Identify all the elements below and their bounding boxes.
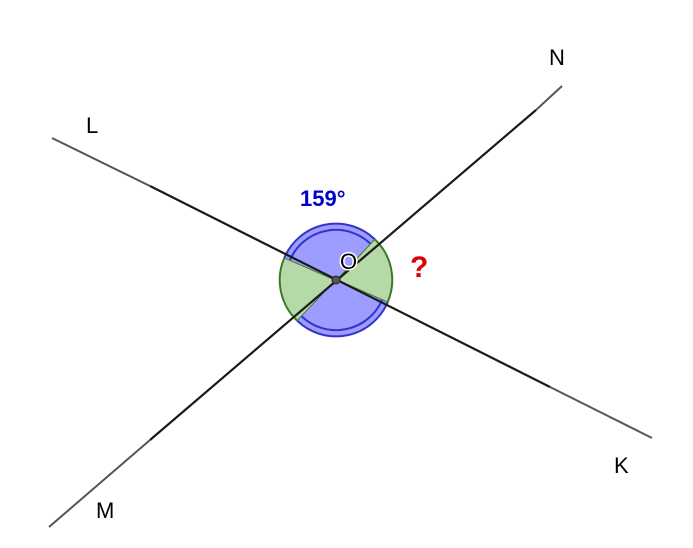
angle-sector-right: [334, 237, 394, 304]
angle-arc-top-outer: [283, 222, 376, 258]
angle-arc-bottom-outer: [296, 302, 389, 338]
line-lk-segment: [149, 185, 551, 388]
line-lk-end-k: [549, 386, 653, 439]
angle-arc-top-inner: [289, 228, 371, 261]
label-l: L: [86, 113, 98, 138]
point-o: [331, 275, 341, 285]
label-k: K: [614, 453, 629, 478]
line-mn-end-n: [535, 85, 563, 111]
line-mn-segment: [149, 109, 537, 441]
unknown-angle-label: ?: [410, 251, 428, 284]
label-n: N: [549, 45, 565, 70]
angle-value-label: 159°: [300, 186, 346, 211]
label-m: M: [96, 498, 114, 523]
label-o: O: [340, 249, 357, 274]
line-lk-end-l: [51, 137, 151, 187]
angle-sector-left: [278, 256, 338, 323]
angle-arc-bottom-inner: [301, 299, 383, 332]
line-mn-end-m: [48, 439, 151, 528]
